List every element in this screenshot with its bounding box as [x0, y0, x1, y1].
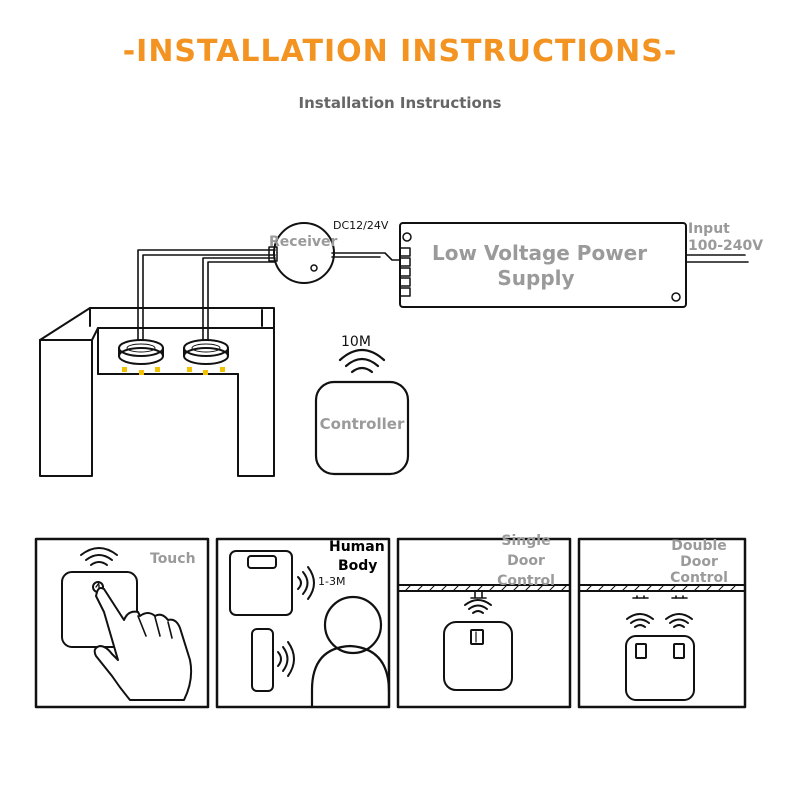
door-icon: [443, 621, 513, 691]
wifi-icon: [464, 599, 492, 614]
single-door-label-line3: Control: [497, 573, 555, 589]
person-icon: [310, 595, 391, 709]
puck-light-icon: [470, 591, 487, 599]
receiver-label: Receiver: [269, 234, 338, 250]
input-label-line2: 100-240V: [688, 238, 764, 254]
wifi-icon: [80, 547, 118, 566]
range-label: 10M: [341, 334, 371, 350]
double-door-label-line2: Door: [680, 554, 718, 570]
wiring-lines: [137, 249, 749, 341]
led-dots: [122, 367, 225, 375]
mode-panel-frames: [34, 537, 747, 709]
page-subtitle: Installation Instructions: [298, 94, 502, 112]
cabinet-shelf: [397, 584, 571, 592]
cabinet-icon: [39, 307, 275, 477]
power-supply-label-line1: Low Voltage Power: [432, 241, 648, 265]
touch-label: Touch: [150, 551, 196, 567]
voltage-label: DC12/24V: [333, 219, 389, 232]
shelf-hatching: [404, 584, 568, 592]
double-door-label-line1: Double: [671, 538, 727, 554]
single-door-label-line2: Door: [507, 553, 545, 569]
shelf-hatching: [585, 584, 737, 592]
double-door-label-line3: Control: [670, 570, 728, 586]
distance-label: 1-3M: [318, 575, 346, 588]
controller-label: Controller: [319, 415, 405, 433]
hand-icon: [93, 587, 193, 701]
single-door-label-line1: Single: [501, 533, 551, 549]
human-body-label-line1: Human: [329, 539, 385, 555]
controller-icon: [314, 380, 410, 476]
wifi-icon: [277, 566, 315, 677]
wifi-icon: [338, 348, 386, 374]
power-supply-label-line2: Supply: [497, 266, 575, 290]
puck-light-icon: [632, 595, 688, 599]
door-icon: [625, 635, 695, 701]
human-body-label-line2: Body: [338, 558, 378, 574]
wifi-icon: [626, 613, 693, 628]
input-label-line1: Input: [688, 221, 730, 237]
puck-light-icon: [118, 339, 229, 365]
page-title: -INSTALLATION INSTRUCTIONS-: [122, 34, 678, 69]
cabinet-shelf: [578, 584, 746, 592]
receiver-icon: [268, 222, 335, 284]
power-supply-icon: [399, 222, 687, 308]
sensor-icon: [229, 550, 293, 692]
